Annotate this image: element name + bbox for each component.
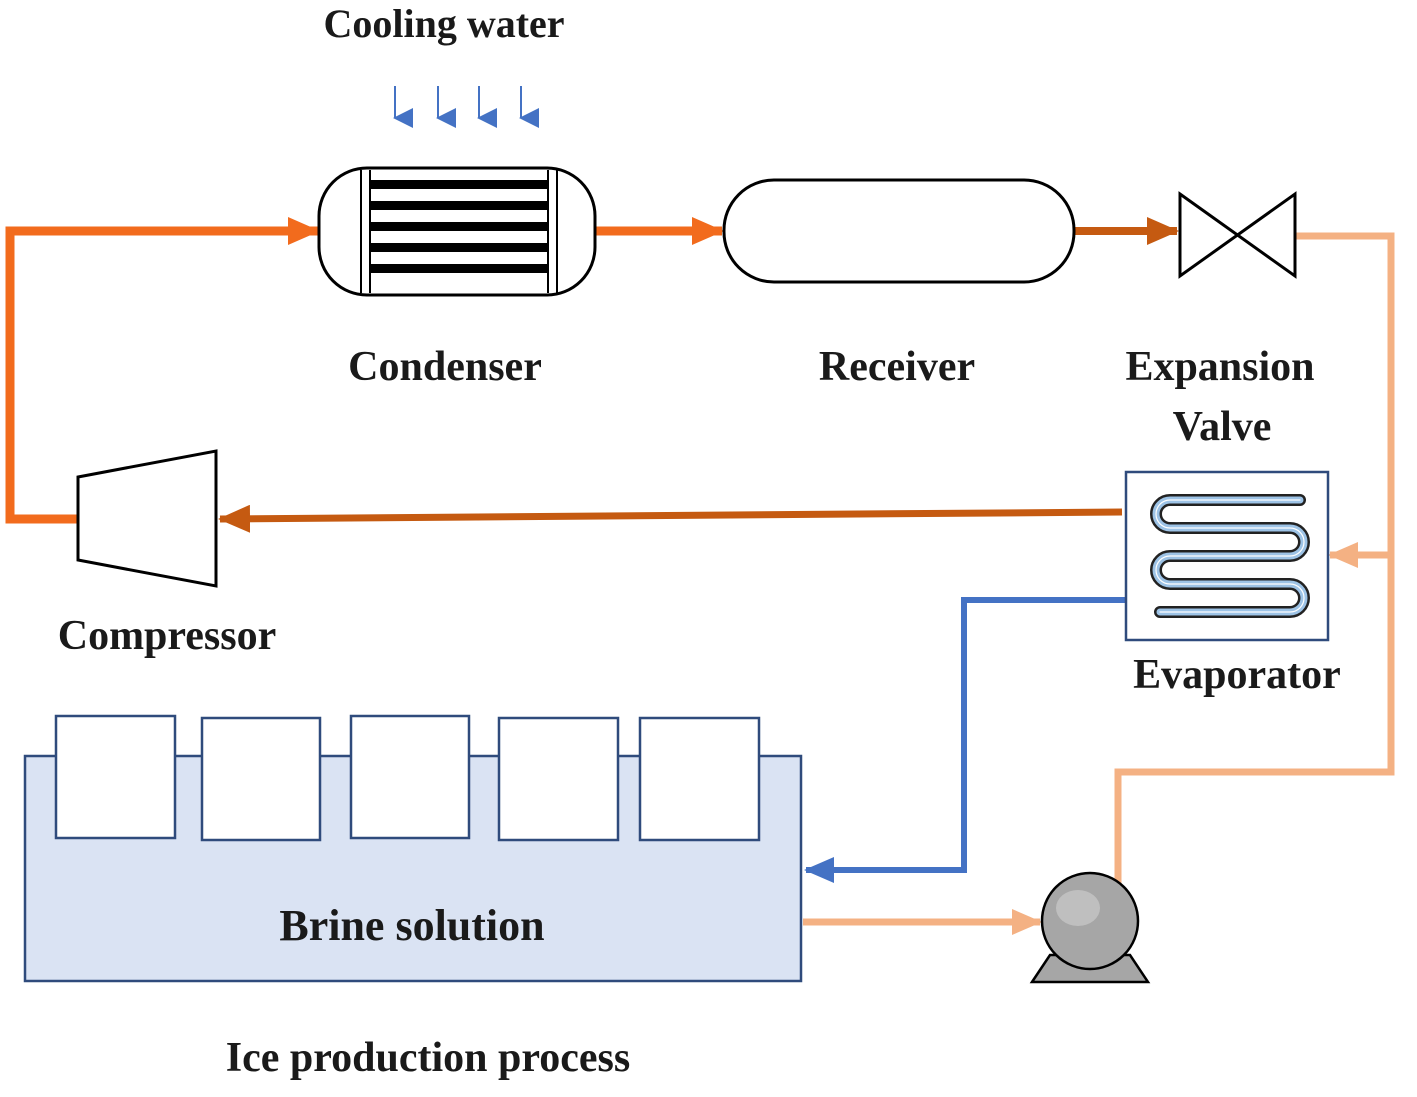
ice-can-icon (349, 714, 471, 840)
ice-can-icon (638, 716, 761, 842)
ice-can-icon (54, 714, 177, 840)
discharge-pipe (5, 217, 320, 524)
pump-to-evaporator-pipe (1114, 555, 1395, 900)
evaporator-icon (1124, 470, 1330, 642)
evaporator-label: Evaporator (1133, 652, 1341, 698)
ice-can-icon (497, 716, 620, 842)
ice-can-icon (200, 716, 322, 842)
evaporator-to-tank-pipe (804, 597, 1126, 883)
compressor-icon (76, 449, 218, 588)
receiver-label: Receiver (819, 344, 975, 390)
pump-icon (1029, 871, 1151, 984)
compressor-label: Compressor (58, 613, 277, 659)
expansion-valve-label-line1: Expansion (1125, 344, 1314, 390)
receiver-icon (722, 178, 1076, 284)
diagram-caption: Ice production process (226, 1035, 630, 1081)
cooling-water-arrows (393, 86, 539, 128)
expansion-valve-icon (1178, 191, 1297, 279)
brine-solution-label: Brine solution (279, 901, 544, 950)
condenser-icon (317, 166, 597, 297)
suction-pipe (218, 504, 1123, 533)
condenser-label: Condenser (348, 344, 542, 390)
valve-to-evaporator-pipe (1295, 232, 1395, 568)
expansion-valve-label-line2: Valve (1173, 404, 1272, 450)
brine-tank (23, 714, 803, 983)
cooling-water-label: Cooling water (323, 1, 564, 46)
